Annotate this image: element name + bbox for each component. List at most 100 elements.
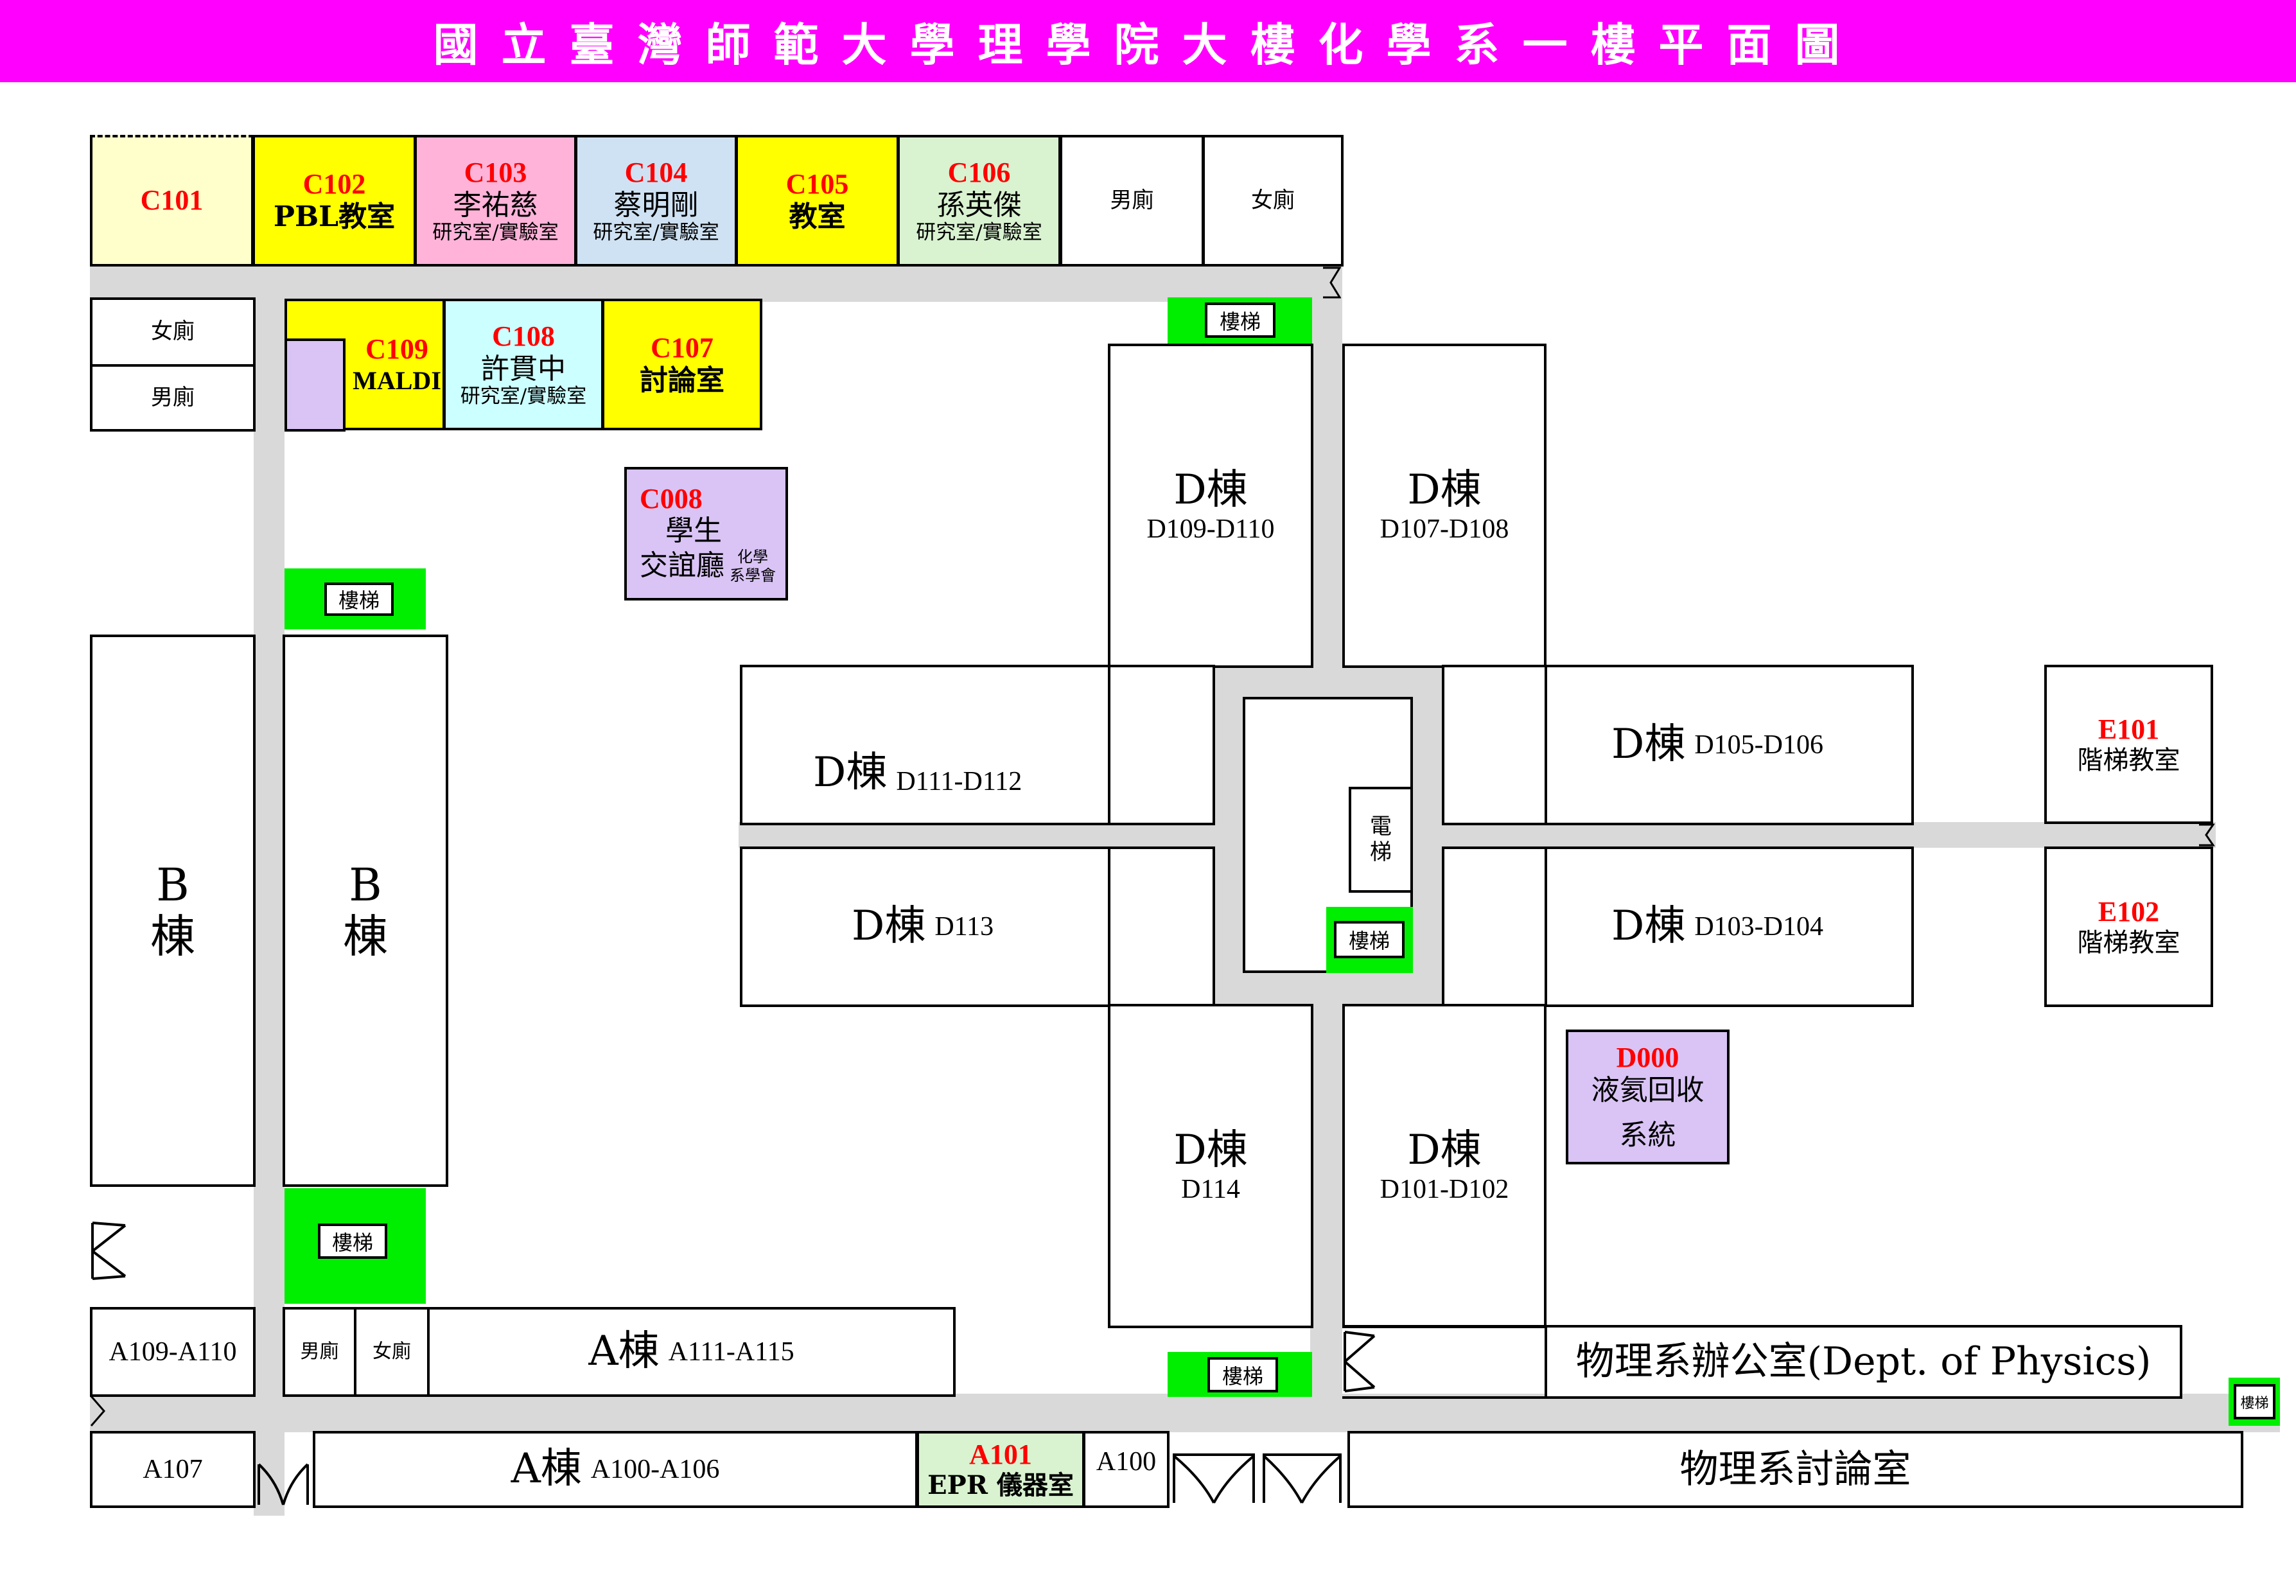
restroom-women-south[interactable]: 女廁 [354, 1307, 430, 1397]
building-d-d105[interactable]: D棟 D105-D106 [1442, 665, 1914, 825]
building-d-d111[interactable]: D棟 D111-D112 [740, 665, 1215, 825]
building-d-name: D棟 [1611, 721, 1686, 769]
building-d-range: D114 [1181, 1175, 1240, 1205]
room-code: D000 [1616, 1042, 1679, 1074]
room-c104[interactable]: C104 蔡明剛 研究室/實驗室 [575, 135, 737, 267]
room-sub: 研究室/實驗室 [460, 385, 587, 408]
restroom-label: 男廁 [300, 1340, 339, 1363]
room-label: A100 [1096, 1447, 1157, 1477]
room-name-1: 學生 [665, 514, 722, 548]
room-a100[interactable]: A100 [1083, 1431, 1170, 1508]
room-c109-annex [285, 338, 346, 432]
stairs-west-upper[interactable]: 樓梯 [285, 568, 426, 629]
building-d-name: D棟 [1407, 466, 1482, 514]
room-name: MALDI [353, 365, 441, 395]
building-d-d113[interactable]: D棟 D113 [740, 846, 1215, 1007]
stairs-west-lower[interactable]: 樓梯 [285, 1188, 426, 1304]
room-a107[interactable]: A107 [90, 1431, 256, 1508]
building-a-range: A100-A106 [590, 1454, 720, 1484]
restroom-men-south[interactable]: 男廁 [283, 1307, 356, 1397]
corridor-west [254, 283, 285, 1516]
room-sub: 研究室/實驗室 [916, 221, 1042, 245]
building-b-char-2: 棟 [343, 910, 388, 963]
room-e102[interactable]: E102 階梯教室 [2044, 846, 2213, 1007]
building-d-name: D棟 [1407, 1126, 1482, 1174]
building-d-range: D113 [934, 911, 994, 942]
building-d-d103-divider [1545, 846, 1547, 1007]
building-d-name: D棟 [1173, 1126, 1248, 1174]
room-c103[interactable]: C103 李祐慈 研究室/實驗室 [414, 135, 577, 267]
room-code: C105 [785, 168, 849, 200]
door-icon[interactable] [90, 1220, 128, 1281]
building-b-west[interactable]: B 棟 [90, 635, 256, 1187]
elevator[interactable]: 電梯 [1349, 787, 1413, 893]
building-b-east[interactable]: B 棟 [283, 635, 448, 1187]
stairs-core[interactable]: 樓梯 [1326, 907, 1413, 973]
restroom-label: 女廁 [372, 1340, 411, 1363]
room-label: A107 [143, 1454, 203, 1484]
door-icon[interactable] [257, 1461, 310, 1506]
room-name-2: 交誼廳 [640, 549, 724, 583]
room-c101[interactable]: C101 [90, 135, 254, 267]
room-name: 李祐慈 [453, 188, 538, 222]
room-a101[interactable]: A101 EPR 儀器室 [916, 1431, 1085, 1508]
physics-office[interactable]: 物理系辦公室(Dept. of Physics) [1545, 1325, 2182, 1399]
building-b-char-2: 棟 [150, 910, 195, 963]
restroom-women-north[interactable]: 女廁 [1202, 135, 1344, 267]
stairs-label: 樓梯 [1207, 1357, 1278, 1392]
stairs-label: 樓梯 [318, 1223, 387, 1259]
restroom-men-north[interactable]: 男廁 [1060, 135, 1204, 267]
building-d-d105-divider [1545, 665, 1547, 825]
room-sub: 研究室/實驗室 [593, 221, 719, 245]
room-name: 許貫中 [481, 352, 566, 385]
building-d-name: D棟 [852, 902, 926, 951]
restroom-men-west[interactable]: 男廁 [90, 364, 256, 432]
stairs-north-d[interactable]: 樓梯 [1168, 297, 1312, 346]
building-d-range: D109-D110 [1146, 514, 1275, 545]
room-c102[interactable]: C102 PBL教室 [252, 135, 416, 267]
room-c105[interactable]: C105 教室 [735, 135, 899, 267]
physics-discussion-room[interactable]: 物理系討論室 [1347, 1431, 2243, 1508]
room-c107[interactable]: C107 討論室 [602, 299, 762, 430]
room-e101[interactable]: E101 階梯教室 [2044, 665, 2213, 824]
building-a-range: A111-A115 [668, 1337, 794, 1367]
stairs-label: 樓梯 [1205, 303, 1275, 338]
building-d-range: D105-D106 [1694, 730, 1823, 760]
building-d-d103[interactable]: D棟 D103-D104 [1442, 846, 1914, 1007]
room-c008[interactable]: C008 學生 交誼廳 化學 系學會 [624, 467, 788, 601]
door-icon[interactable] [90, 1395, 106, 1427]
building-d-d107[interactable]: D棟 D107-D108 [1342, 344, 1547, 668]
room-code: C102 [302, 168, 366, 200]
restroom-women-west[interactable]: 女廁 [90, 297, 256, 367]
page-title: 國立臺灣師範大學理學院大樓化學系一樓平面圖 [0, 0, 2296, 82]
stairs-east[interactable]: 樓梯 [2229, 1378, 2280, 1426]
building-d-name: D棟 [1173, 466, 1248, 514]
stairs-south-d[interactable]: 樓梯 [1168, 1352, 1312, 1397]
restroom-label: 女廁 [1251, 187, 1295, 213]
restroom-label: 男廁 [1110, 187, 1154, 213]
room-code: E102 [2098, 895, 2160, 927]
door-icon[interactable] [2196, 823, 2216, 846]
door-icon[interactable] [1172, 1453, 1256, 1504]
room-code: C108 [492, 320, 555, 353]
room-code: A101 [969, 1438, 1032, 1470]
building-b-char-1: B [156, 858, 189, 911]
stairs-label: 樓梯 [1334, 921, 1405, 958]
room-c108[interactable]: C108 許貫中 研究室/實驗室 [443, 299, 604, 430]
room-d000[interactable]: D000 液氦回收 系統 [1566, 1030, 1730, 1164]
building-a-a100-a106[interactable]: A棟 A100-A106 [313, 1431, 918, 1508]
door-icon[interactable] [1322, 267, 1341, 299]
room-code: E101 [2098, 713, 2160, 745]
building-d-d114[interactable]: D棟 D114 [1108, 1004, 1313, 1328]
door-icon[interactable] [1262, 1453, 1342, 1504]
room-sub: 研究室/實驗室 [432, 221, 559, 245]
door-icon[interactable] [1342, 1329, 1378, 1394]
room-a109-a110[interactable]: A109-A110 [90, 1307, 256, 1397]
building-d-d101[interactable]: D棟 D101-D102 [1342, 1004, 1547, 1328]
building-a-a111[interactable]: A棟 A111-A115 [427, 1307, 956, 1397]
building-d-d109[interactable]: D棟 D109-D110 [1108, 344, 1313, 668]
room-c106[interactable]: C106 孫英傑 研究室/實驗室 [897, 135, 1061, 267]
room-name: 教室 [789, 200, 846, 233]
building-d-d111-divider [1108, 665, 1110, 825]
room-name: EPR 儀器室 [927, 1470, 1074, 1501]
